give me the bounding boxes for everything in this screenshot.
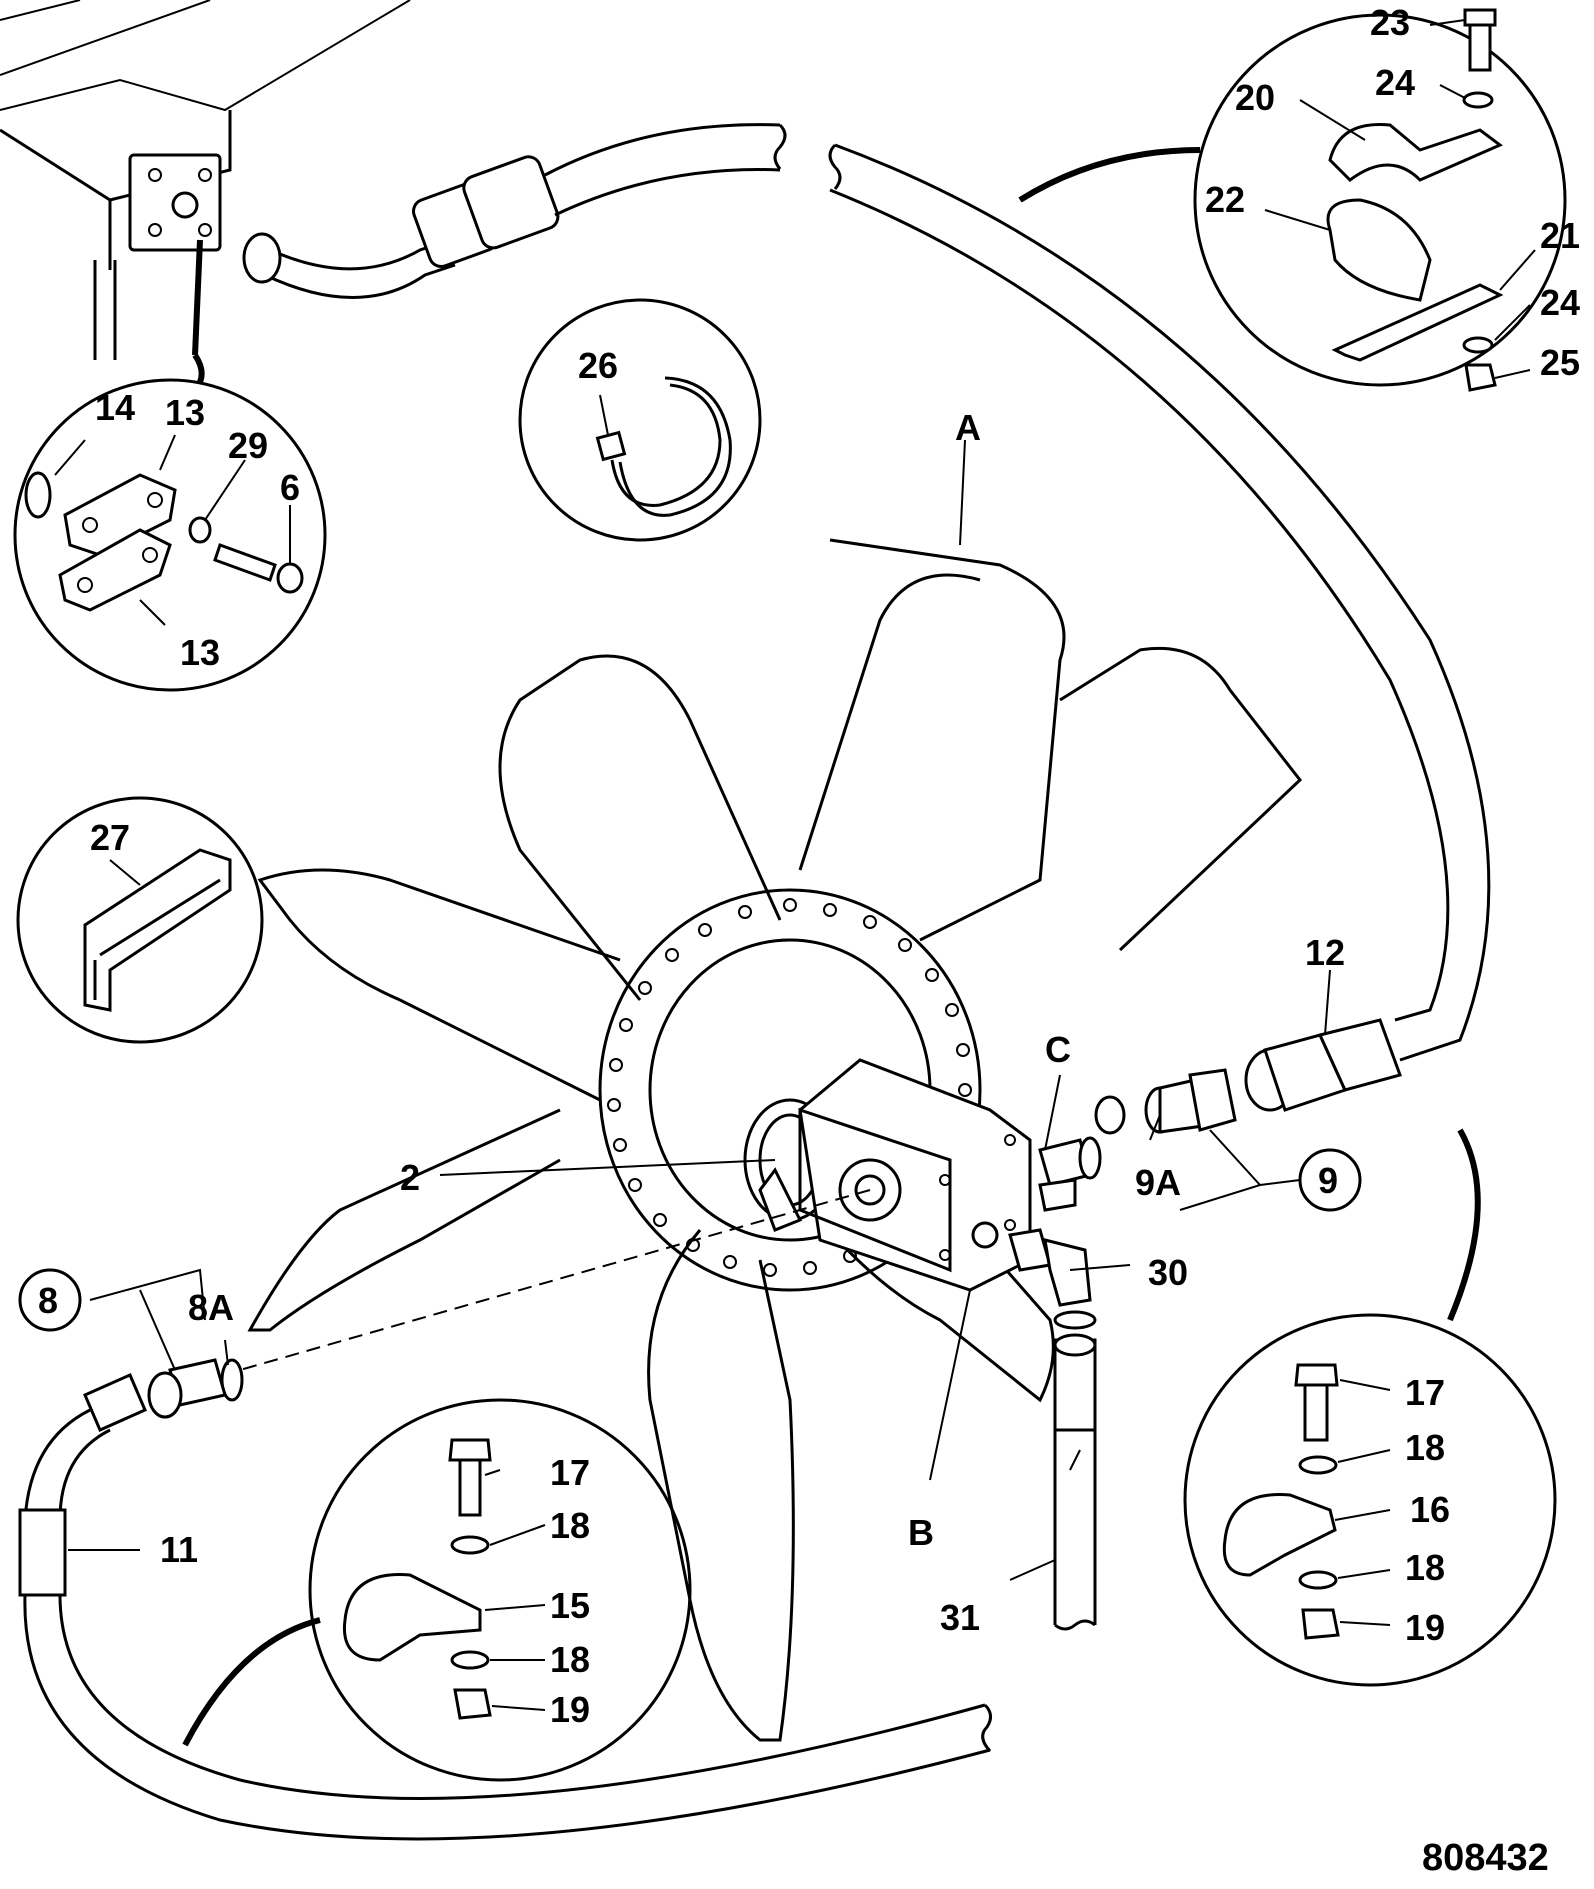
label-11: 11 — [160, 1529, 198, 1570]
drain-hose-31 — [1053, 1333, 1097, 1631]
detail-clamp-16 — [1183, 1128, 1557, 1687]
label-9a: 9A — [1135, 1162, 1181, 1203]
label-21: 21 — [1540, 215, 1580, 256]
label-27: 27 — [90, 817, 130, 858]
port-c-adapter — [1038, 1136, 1102, 1212]
label-13-bottom: 13 — [180, 632, 220, 673]
detail-cable-tie — [518, 298, 762, 542]
label-19-left: 19 — [550, 1689, 590, 1730]
cable-tie-head-26 — [595, 430, 627, 462]
label-8a: 8A — [188, 1287, 234, 1328]
label-8: 8 — [38, 1280, 58, 1321]
adapter-9 — [1144, 1068, 1237, 1134]
label-24-top: 24 — [1375, 62, 1415, 103]
label-18-left-b: 18 — [550, 1639, 590, 1680]
plate-21 — [1331, 283, 1504, 362]
label-9: 9 — [1318, 1160, 1338, 1201]
label-30: 30 — [1148, 1252, 1188, 1293]
label-31: 31 — [940, 1597, 980, 1638]
p-clamp-16 — [1222, 1493, 1337, 1577]
callout-circle-9 — [1298, 1148, 1362, 1212]
edge-trim-27 — [83, 848, 232, 1012]
clamp-20 — [1328, 122, 1503, 182]
washer-18d — [1298, 1570, 1338, 1590]
label-15: 15 — [550, 1585, 590, 1626]
label-view-a: A — [955, 407, 981, 448]
washer-24b — [1462, 336, 1494, 354]
washer-18a — [450, 1535, 490, 1555]
o-ring-14 — [24, 471, 52, 519]
fan-blade-3 — [498, 654, 782, 1001]
label-20: 20 — [1235, 77, 1275, 118]
label-18-right-a: 18 — [1405, 1427, 1445, 1468]
adapter-8 — [147, 1358, 227, 1419]
label-13-top: 13 — [165, 392, 205, 433]
callout-circle-8 — [18, 1268, 82, 1332]
label-17-left: 17 — [550, 1452, 590, 1493]
clamp-insert-22 — [1326, 198, 1432, 302]
label-18-right-b: 18 — [1405, 1547, 1445, 1588]
label-26: 26 — [578, 345, 618, 386]
hydraulic-fan-motor — [743, 1058, 1032, 1292]
label-6: 6 — [280, 467, 300, 508]
o-ring-9a — [1094, 1095, 1126, 1135]
split-flange-13a — [63, 473, 177, 557]
washer-29 — [188, 516, 212, 544]
label-22: 22 — [1205, 179, 1245, 220]
detail-edge-trim — [16, 796, 264, 1044]
bolt-6 — [213, 543, 277, 582]
label-29: 29 — [228, 425, 268, 466]
label-23: 23 — [1370, 2, 1410, 43]
upper-hose — [242, 123, 1491, 1062]
label-25: 25 — [1540, 342, 1580, 383]
label-19-right: 19 — [1405, 1607, 1445, 1648]
bolt-23 — [1468, 18, 1492, 72]
label-view-c: C — [1045, 1029, 1071, 1070]
label-17-right: 17 — [1405, 1372, 1445, 1413]
fan-blade-2 — [1059, 646, 1303, 952]
fan-assembly — [247, 538, 1303, 1742]
nut-19b — [1301, 1608, 1340, 1640]
port-flange-plate — [128, 153, 222, 252]
detail-hose-bracket — [1018, 8, 1567, 392]
hose-11 — [18, 1373, 992, 1841]
washer-18b — [450, 1650, 490, 1670]
centerline — [239, 1189, 871, 1371]
fan-blade-4 — [257, 868, 621, 1102]
label-24-bottom: 24 — [1540, 282, 1580, 323]
nut-25 — [1464, 363, 1497, 392]
fan-hub-ring — [598, 888, 982, 1292]
label-view-b: B — [908, 1512, 934, 1553]
cooler-body — [0, 0, 411, 360]
fan-blade-5 — [247, 1108, 561, 1332]
label-16: 16 — [1410, 1489, 1450, 1530]
split-flange-13b — [58, 528, 172, 612]
fan-blade-1 — [829, 538, 1066, 942]
leader-lines — [54, 19, 1536, 1711]
label-14: 14 — [95, 387, 135, 428]
nut-19a — [453, 1688, 492, 1720]
drawing-reference-number: 808432 — [1422, 1837, 1549, 1879]
washer-24a — [1462, 91, 1494, 109]
hose-end-12 — [1244, 1018, 1402, 1112]
detail-flange-kit — [13, 353, 327, 692]
fan-blade-6 — [647, 1229, 795, 1742]
detail-clamp-15 — [182, 1398, 692, 1782]
label-2: 2 — [400, 1157, 420, 1198]
label-18-left-a: 18 — [550, 1505, 590, 1546]
elbow-30 — [1008, 1228, 1097, 1330]
p-clamp-15 — [342, 1573, 482, 1662]
washer-18c — [1298, 1455, 1338, 1475]
label-12: 12 — [1305, 932, 1345, 973]
